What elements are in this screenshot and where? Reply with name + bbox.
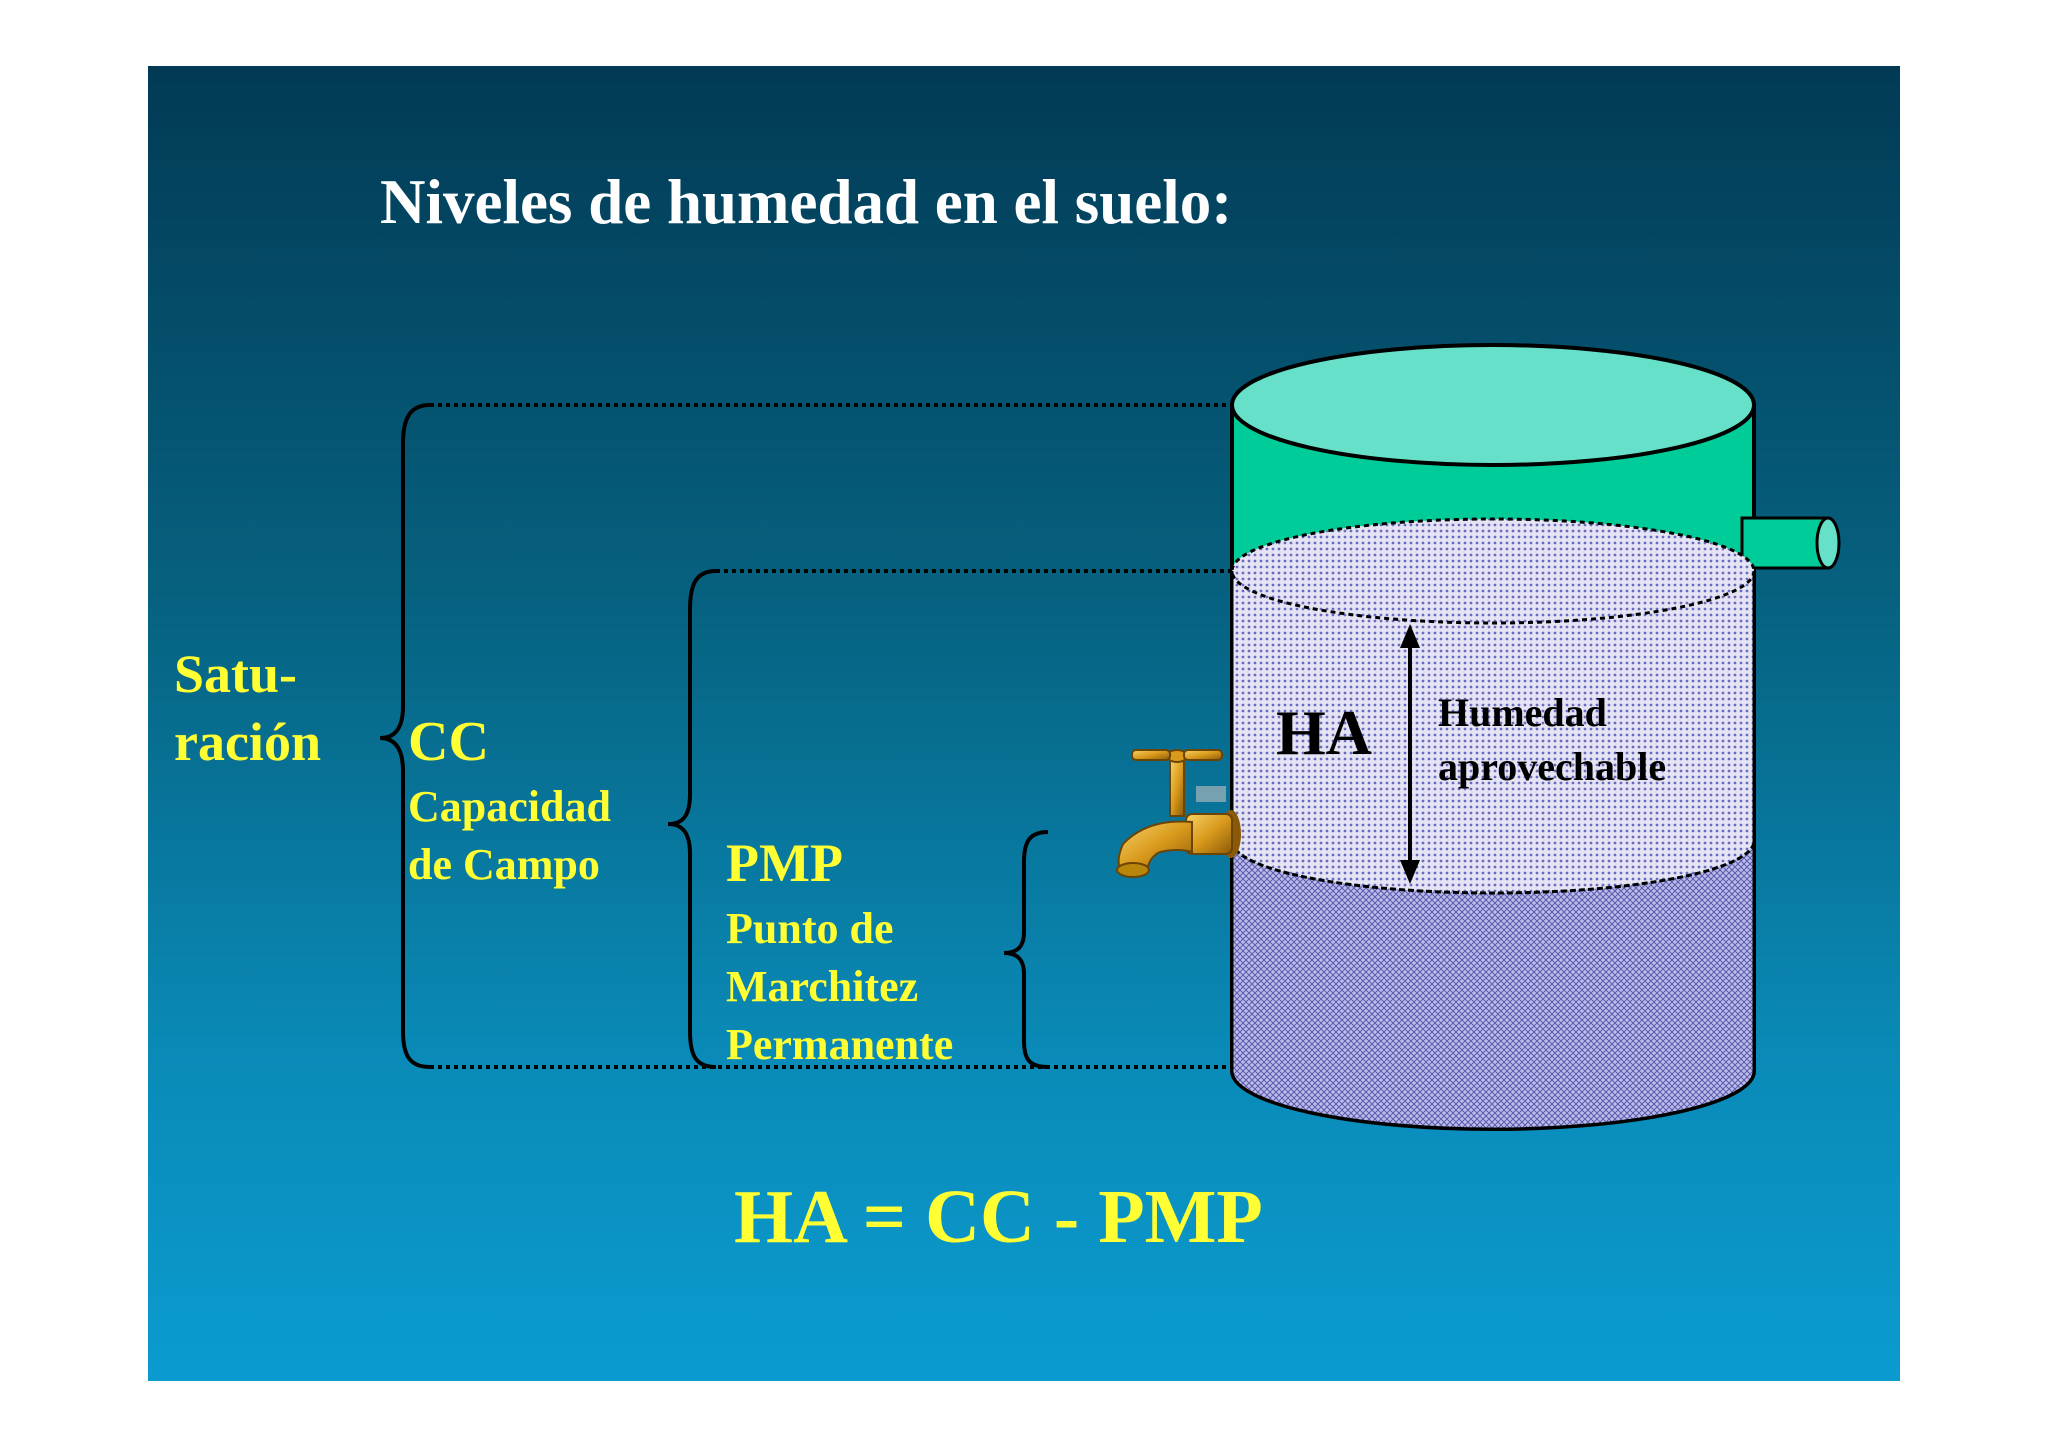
ha-arrow-up xyxy=(1400,624,1420,648)
saturation-brace xyxy=(379,403,431,1069)
saturation-label-line2: ración xyxy=(174,712,321,772)
pmp-abbreviation: PMP xyxy=(726,833,843,893)
wilting-point-brace xyxy=(1003,830,1049,1069)
pmp-name-line1: Punto de xyxy=(726,904,894,953)
ha-description-line2: aprovechable xyxy=(1438,744,1667,789)
water-surface-ellipse xyxy=(1230,517,1756,625)
formula: HA = CC - PMP xyxy=(734,1175,1263,1259)
saturation-label: Satu- ración xyxy=(174,640,321,776)
slide-title: Niveles de humedad en el suelo: xyxy=(380,167,1233,237)
slide: Niveles de humedad en el suelo: Satu- ra… xyxy=(148,66,1900,1381)
cc-full-name: Capacidad de Campo xyxy=(408,778,611,894)
cc-abbreviation: CC xyxy=(408,711,489,773)
ha-arrow-down xyxy=(1400,860,1420,884)
field-capacity-brace xyxy=(667,569,717,1069)
overflow-pipe xyxy=(1740,516,1830,570)
available-water-region xyxy=(1232,519,1754,893)
soil-moisture-diagram xyxy=(379,343,1841,1131)
overflow-pipe-end xyxy=(1815,516,1841,570)
pmp-name-line3: Permanente xyxy=(726,1020,954,1069)
unavailable-water-region xyxy=(1232,841,1754,1129)
faucet-icon xyxy=(1116,749,1241,878)
ha-description-line1: Humedad xyxy=(1438,690,1607,735)
cc-name-line2: de Campo xyxy=(408,840,600,889)
ha-abbreviation: HA xyxy=(1276,697,1372,768)
cc-name-line1: Capacidad xyxy=(408,782,611,831)
ha-description: Humedad aprovechable xyxy=(1438,686,1666,794)
saturation-label-line1: Satu- xyxy=(174,644,298,704)
pmp-name-line2: Marchitez xyxy=(726,962,919,1011)
tank-top xyxy=(1230,343,1756,467)
pmp-full-name: Punto de Marchitez Permanente xyxy=(726,900,953,1074)
